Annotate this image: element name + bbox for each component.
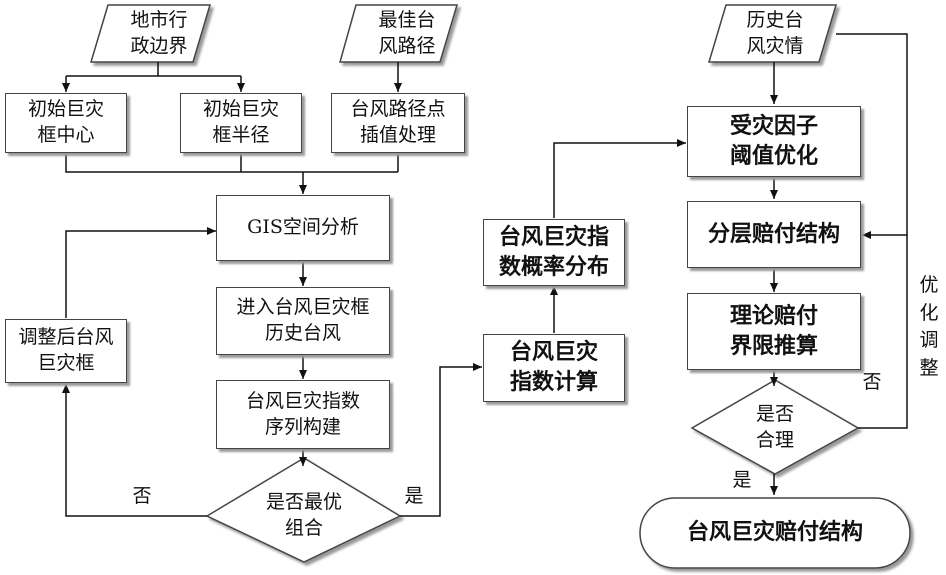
initial-center-line-2: 框中心 bbox=[37, 124, 95, 146]
initial-center-line-1: 初始巨灾 bbox=[27, 98, 104, 121]
enter-box-line-2: 历史台风 bbox=[264, 322, 341, 344]
left-yes-label: 是 bbox=[404, 485, 424, 507]
index-dist-line-2: 数概率分布 bbox=[498, 254, 609, 280]
index-calculation-box: 台风巨灾 指数计算 bbox=[483, 334, 625, 402]
best-track-input: 最佳台 风路径 bbox=[348, 8, 466, 59]
track-interp-line-1: 台风路径点 bbox=[350, 98, 446, 121]
layered-structure-box: 分层赔付结构 bbox=[687, 201, 861, 268]
index-dist-line-1: 台风巨灾指 bbox=[498, 224, 609, 250]
reasonable-decision: 是否 合理 bbox=[725, 402, 825, 453]
gis-analysis-label: GIS空间分析 bbox=[247, 216, 359, 239]
index-sequence-box: 台风巨灾指数 序列构建 bbox=[216, 380, 390, 449]
initial-radius-line-1: 初始巨灾 bbox=[202, 98, 279, 121]
left-no-label: 否 bbox=[132, 485, 152, 507]
track-interp-line-2: 插值处理 bbox=[359, 124, 436, 146]
admin-boundary-shape bbox=[89, 4, 212, 63]
final-payout-structure: 台风巨灾赔付结构 bbox=[686, 520, 863, 545]
optimal-decision-line-1: 是否最优 bbox=[265, 491, 342, 513]
adjusted-box-line-1: 调整后台风 bbox=[18, 326, 114, 349]
best-track-line-2: 风路径 bbox=[378, 34, 436, 57]
threshold-optimization-box: 受灾因子 阈值优化 bbox=[687, 106, 861, 177]
historical-damage-shape bbox=[707, 4, 838, 63]
optimal-combination-decision: 是否最优 组合 bbox=[244, 490, 364, 541]
enter-box-history-box: 进入台风巨灾框 历史台风 bbox=[216, 287, 390, 355]
index-calc-line-2: 指数计算 bbox=[509, 370, 598, 395]
optimize-adjust-label: 优化调整 bbox=[919, 274, 939, 379]
index-sequence-line-1: 台风巨灾指数 bbox=[245, 389, 360, 412]
reasonable-line-2: 合理 bbox=[755, 428, 794, 451]
initial-radius-box: 初始巨灾 框半径 bbox=[180, 93, 302, 153]
right-decision-shape bbox=[690, 379, 860, 475]
adjusted-box-line-2: 巨灾框 bbox=[37, 352, 95, 374]
best-track-shape bbox=[339, 4, 459, 63]
threshold-line-1: 受灾因子 bbox=[729, 113, 818, 139]
admin-boundary-input: 地市行 政边界 bbox=[100, 8, 218, 59]
historical-damage-input: 历史台 风灾情 bbox=[716, 8, 834, 59]
theory-line-1: 理论赔付 bbox=[729, 303, 818, 329]
theoretical-limit-box: 理论赔付 界限推算 bbox=[687, 293, 861, 370]
gis-analysis-box: GIS空间分析 bbox=[216, 195, 390, 261]
historical-damage-line-2: 风灾情 bbox=[746, 34, 804, 57]
initial-radius-line-2: 框半径 bbox=[212, 124, 270, 146]
best-track-line-1: 最佳台 bbox=[378, 9, 436, 31]
optimal-decision-line-2: 组合 bbox=[284, 516, 323, 539]
right-yes-label: 是 bbox=[732, 469, 752, 491]
layered-structure-label: 分层赔付结构 bbox=[707, 221, 840, 247]
index-calc-line-1: 台风巨灾 bbox=[509, 340, 598, 366]
enter-box-line-1: 进入台风巨灾框 bbox=[236, 296, 370, 319]
right-no-label: 否 bbox=[862, 371, 882, 393]
left-decision-shape bbox=[205, 457, 402, 563]
adjusted-box: 调整后台风 巨灾框 bbox=[5, 319, 127, 383]
threshold-line-2: 阈值优化 bbox=[729, 143, 818, 169]
reasonable-line-1: 是否 bbox=[755, 403, 794, 425]
final-terminal-shape bbox=[639, 497, 911, 569]
index-sequence-line-2: 序列构建 bbox=[264, 415, 341, 438]
admin-boundary-line-1: 地市行 bbox=[130, 9, 188, 31]
historical-damage-line-1: 历史台 bbox=[746, 9, 804, 31]
admin-boundary-line-2: 政边界 bbox=[130, 34, 188, 57]
track-interp-box: 台风路径点 插值处理 bbox=[331, 93, 465, 153]
index-distribution-box: 台风巨灾指 数概率分布 bbox=[483, 219, 625, 286]
theory-line-2: 界限推算 bbox=[729, 333, 818, 359]
initial-center-box: 初始巨灾 框中心 bbox=[5, 93, 127, 153]
